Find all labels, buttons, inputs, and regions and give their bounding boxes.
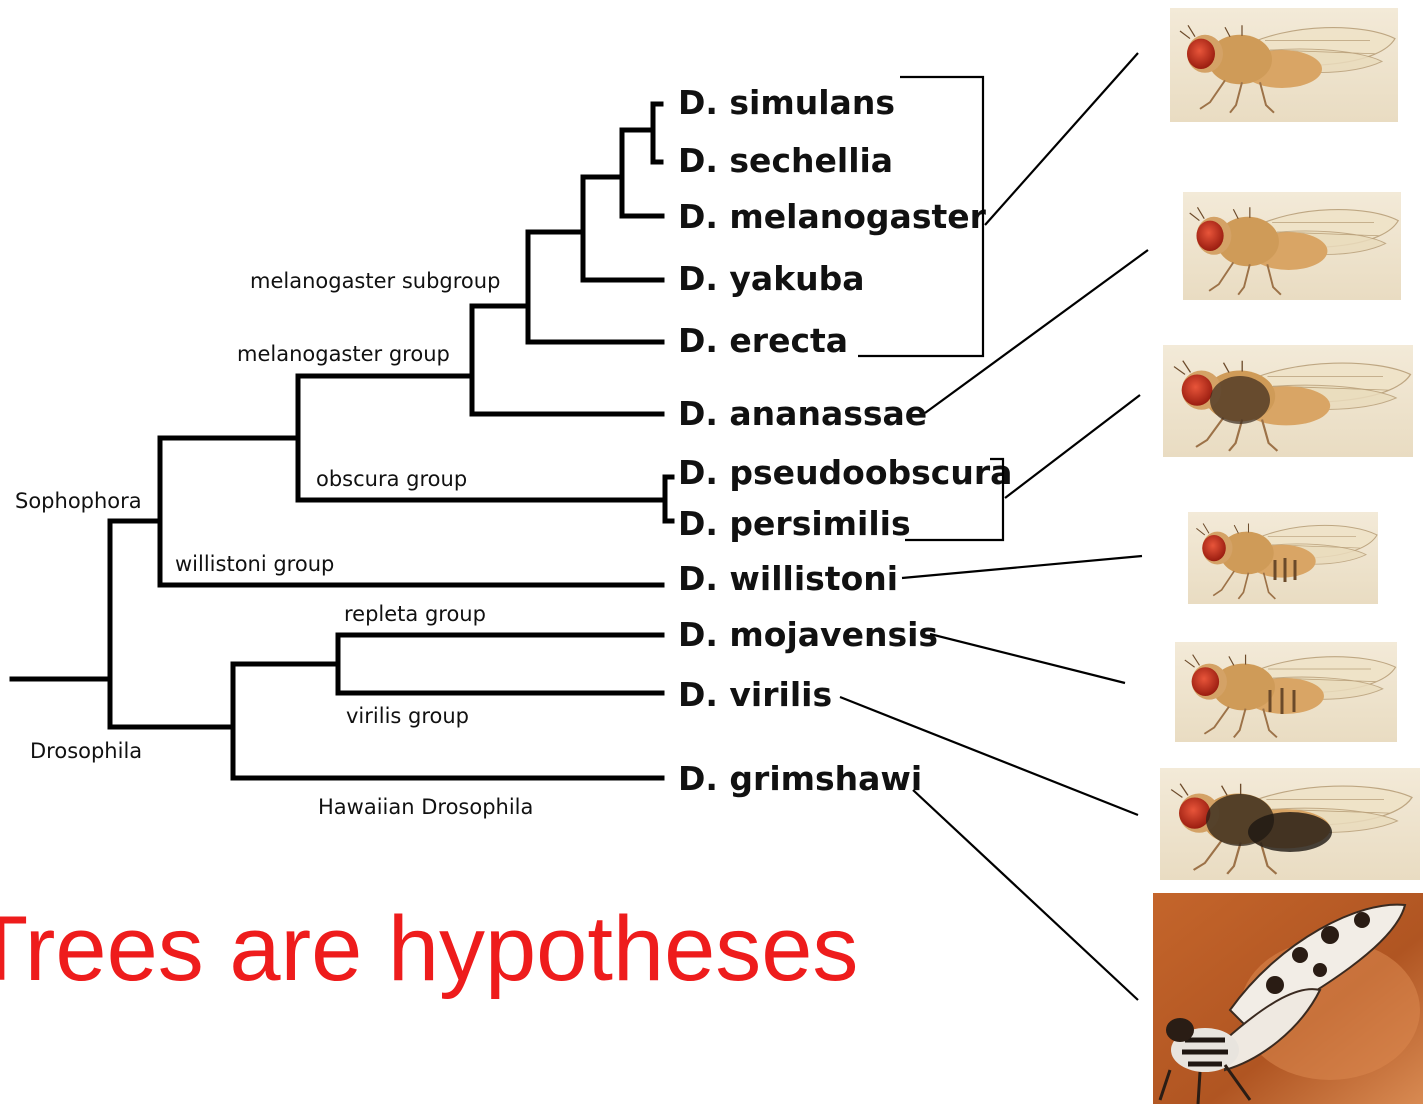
hawaiian-spotted-fly-photo [1153,893,1423,1104]
species-label: D. yakuba [678,259,865,298]
striped-fly-icon [1188,512,1378,604]
species-labels: D. simulans D. sechellia D. melanogaster… [678,83,1012,798]
species-label: D. ananassae [678,394,927,433]
light-fly-icon [1170,8,1398,122]
repleta-virilis-node [233,635,338,693]
species-label: D. erecta [678,321,848,360]
connector-line [925,250,1148,413]
slide-headline: Trees are hypotheses [0,898,858,1000]
yak-branch-node [528,177,583,280]
clade-hawaiian: Hawaiian Drosophila [318,795,533,819]
species-label: D. simulans [678,83,895,122]
species-label: D. persimilis [678,504,911,543]
sim-sech-node [622,104,653,162]
clade-drosophila: Drosophila [30,739,142,763]
connector-line [902,556,1142,578]
striped-fly-icon [1175,642,1397,742]
clade-repleta-group: repleta group [344,602,486,626]
species-label: D. willistoni [678,559,898,598]
clade-melanogaster-group: melanogaster group [237,342,450,366]
connector-line [1005,395,1140,498]
clade-willistoni-group: willistoni group [175,552,334,576]
dark-fly-icon [1160,768,1420,880]
clade-melanogaster-subgroup: melanogaster subgroup [250,269,500,293]
species-label: D. mojavensis [678,615,938,654]
species-label: D. sechellia [678,141,893,180]
species-label: D. grimshawi [678,759,922,798]
connector-line [985,53,1138,225]
light-fly-icon [1183,192,1401,300]
fly-illustrations [1153,8,1423,1104]
species-label: D. virilis [678,675,832,714]
clade-labels: Sophophora Drosophila melanogaster subgr… [15,269,533,819]
phylogenetic-tree [12,104,672,778]
dark-thorax-fly-icon [1163,345,1413,457]
clade-virilis-group: virilis group [346,704,469,728]
species-label: D. pseudoobscura [678,453,1012,492]
clade-sophophora: Sophophora [15,489,142,513]
clade-obscura-group: obscura group [316,467,467,491]
mel-sim-node [583,130,622,216]
species-label: D. melanogaster [678,197,987,236]
mel-obs-branch [160,376,298,500]
connector-line [913,790,1138,1000]
connector-line [930,634,1125,683]
